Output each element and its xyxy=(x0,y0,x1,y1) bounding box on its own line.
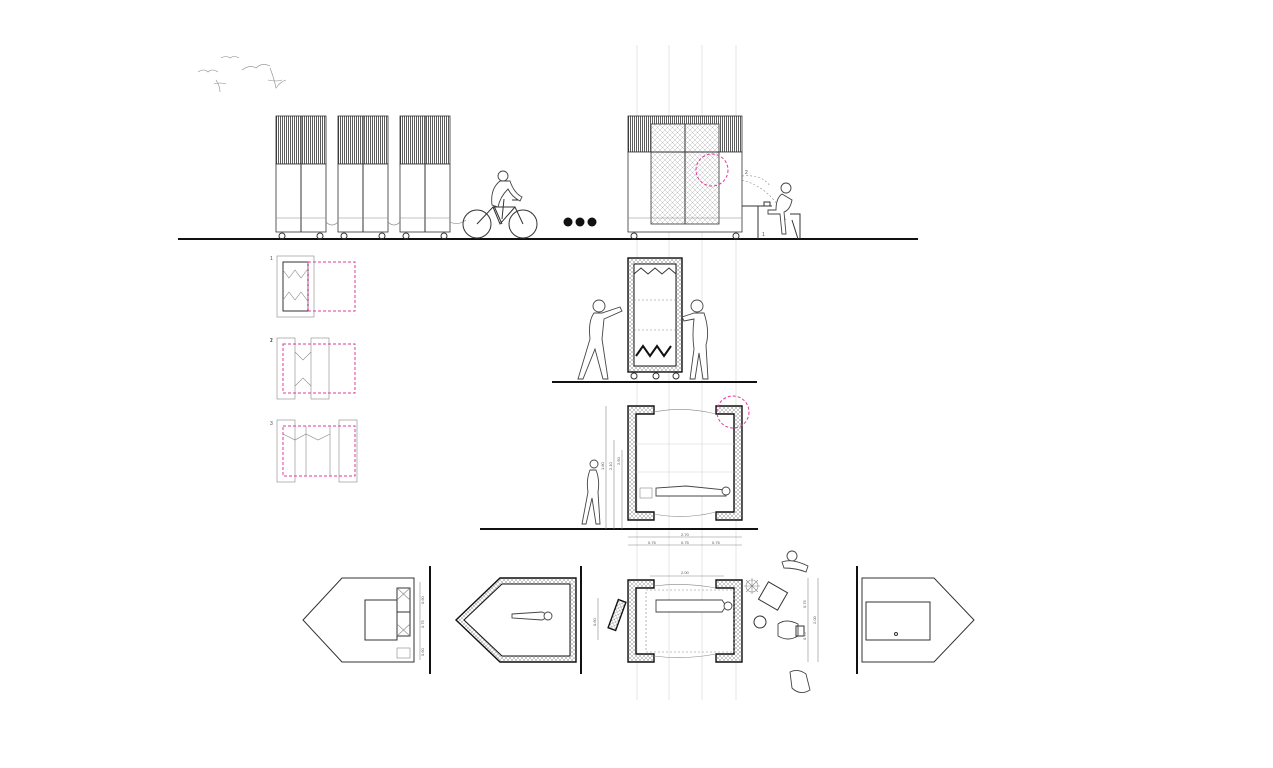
section-transport xyxy=(552,257,757,383)
svg-text:1: 1 xyxy=(270,338,273,344)
svg-text:2.70: 2.70 xyxy=(681,532,690,537)
svg-text:0.75: 0.75 xyxy=(802,599,807,608)
svg-text:2.10: 2.10 xyxy=(608,461,613,470)
svg-text:0.75: 0.75 xyxy=(712,540,721,545)
svg-text:1: 1 xyxy=(762,232,765,238)
svg-text:2: 2 xyxy=(745,170,748,176)
section-open: 1.80 2.10 2.50 2.70 0.75 0.75 0.75 xyxy=(480,395,758,546)
module-elevation-open: 2 1 xyxy=(627,115,787,240)
svg-text:0.75: 0.75 xyxy=(802,631,807,640)
module-elevation-1 xyxy=(275,115,327,240)
sequence-step-1: 1 xyxy=(270,255,356,318)
svg-text:0.60: 0.60 xyxy=(592,617,597,626)
svg-text:2.00: 2.00 xyxy=(681,570,690,575)
plan-closed-left: 0.60 0.75 0.60 xyxy=(302,566,431,674)
person-plan-table xyxy=(777,620,805,640)
sleeping-person xyxy=(639,485,731,499)
person-plan-bottom xyxy=(789,669,811,693)
cyclist-figure xyxy=(462,170,538,239)
svg-text:0.60: 0.60 xyxy=(420,647,425,656)
pushing-person-right xyxy=(681,299,709,380)
svg-text:3: 3 xyxy=(270,421,273,427)
svg-text:0.75: 0.75 xyxy=(420,619,425,628)
svg-text:0.75: 0.75 xyxy=(648,540,657,545)
svg-text:2.50: 2.50 xyxy=(616,456,621,465)
birds-sketch xyxy=(197,56,287,93)
svg-text:0.60: 0.60 xyxy=(420,595,425,604)
seated-person-figure xyxy=(742,182,801,240)
lying-person-plan xyxy=(655,599,733,613)
sequence-step-2: 1 2 xyxy=(270,337,356,400)
module-elevation-3 xyxy=(399,115,451,240)
sequence-step-3: 3 xyxy=(270,419,358,483)
plan-views: 0.60 0.75 0.60 0.60 2.00 xyxy=(302,550,975,693)
plan-open-center: 0.60 2.00 xyxy=(592,550,819,693)
person-plan-top xyxy=(781,550,809,573)
standing-person-section xyxy=(581,459,601,525)
street-elevation: 2 1 xyxy=(178,115,918,240)
opening-sequence: 1 1 2 3 xyxy=(270,255,358,483)
ellipsis-dots xyxy=(563,217,597,227)
plan-pentagon-sleep xyxy=(454,566,582,674)
svg-text:2.00: 2.00 xyxy=(812,615,817,624)
svg-text:0.75: 0.75 xyxy=(681,540,690,545)
svg-text:1: 1 xyxy=(270,256,273,262)
section-width-dims: 2.70 0.75 0.75 0.75 xyxy=(628,532,742,546)
section-height-dims: 1.80 2.10 2.50 xyxy=(600,406,623,529)
plan-closed-right xyxy=(856,566,975,674)
svg-text:1.80: 1.80 xyxy=(600,461,605,470)
module-elevation-2 xyxy=(337,115,389,240)
svg-text:2: 2 xyxy=(270,338,273,344)
pushing-person-left xyxy=(577,299,623,380)
